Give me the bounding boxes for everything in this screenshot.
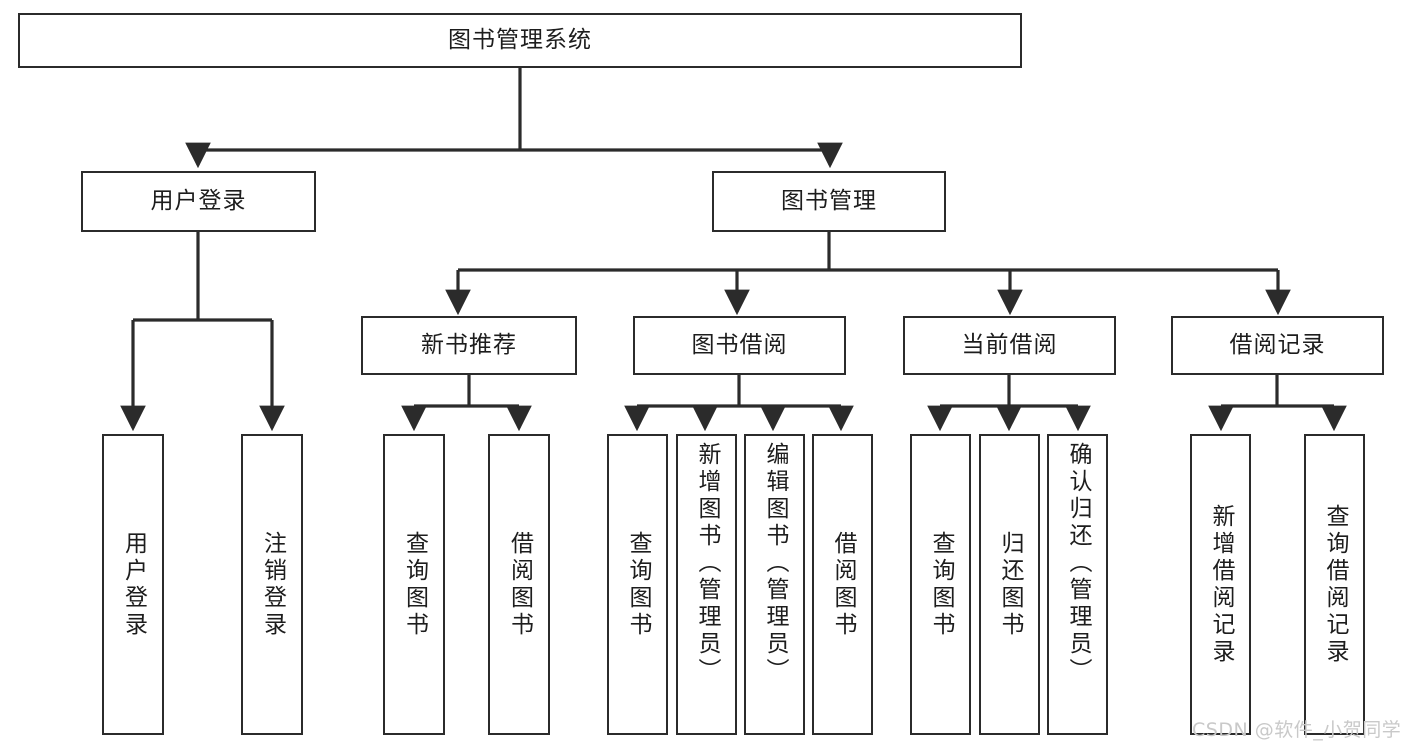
node-leaf-return-book[interactable]: 归还图书 bbox=[979, 434, 1040, 735]
node-borrow-record[interactable]: 借阅记录 bbox=[1171, 316, 1384, 375]
node-leaf-confirm-return[interactable]: 确认归还（管理员） bbox=[1047, 434, 1108, 735]
node-root-system[interactable]: 图书管理系统 bbox=[18, 13, 1022, 68]
node-leaf-query-book-2[interactable]: 查询图书 bbox=[607, 434, 668, 735]
node-book-manage[interactable]: 图书管理 bbox=[712, 171, 946, 232]
node-leaf-add-book[interactable]: 新增图书（管理员） bbox=[676, 434, 737, 735]
node-book-borrow[interactable]: 图书借阅 bbox=[633, 316, 846, 375]
csdn-watermark: CSDN @软件_小贺同学 bbox=[1192, 719, 1402, 741]
node-leaf-edit-book[interactable]: 编辑图书（管理员） bbox=[744, 434, 805, 735]
node-leaf-borrow-book-2[interactable]: 借阅图书 bbox=[812, 434, 873, 735]
node-leaf-user-login[interactable]: 用户登录 bbox=[102, 434, 164, 735]
node-leaf-borrow-book-1[interactable]: 借阅图书 bbox=[488, 434, 550, 735]
node-leaf-query-book-3[interactable]: 查询图书 bbox=[910, 434, 971, 735]
node-leaf-add-record[interactable]: 新增借阅记录 bbox=[1190, 434, 1251, 735]
node-leaf-query-record[interactable]: 查询借阅记录 bbox=[1304, 434, 1365, 735]
node-leaf-logout-login[interactable]: 注销登录 bbox=[241, 434, 303, 735]
node-new-book-recommend[interactable]: 新书推荐 bbox=[361, 316, 577, 375]
node-user-login[interactable]: 用户登录 bbox=[81, 171, 316, 232]
node-leaf-query-book-1[interactable]: 查询图书 bbox=[383, 434, 445, 735]
node-current-borrow[interactable]: 当前借阅 bbox=[903, 316, 1116, 375]
